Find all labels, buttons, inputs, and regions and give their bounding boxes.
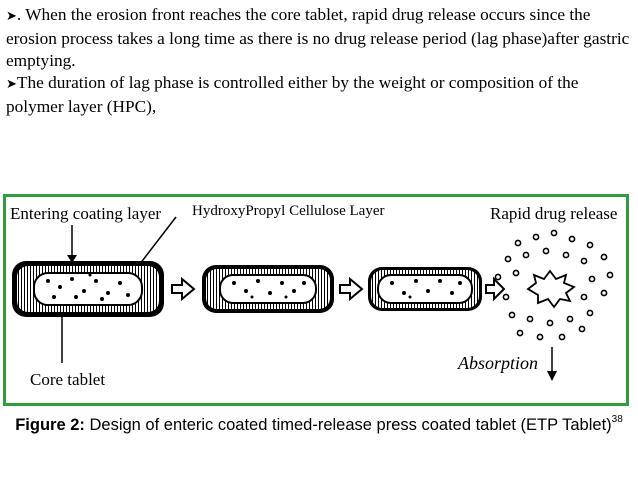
- caption-label: Figure 2:: [15, 416, 85, 434]
- label-core-tablet: Core tablet: [30, 370, 105, 389]
- slide-text: ➤. When the erosion front reaches the co…: [6, 4, 634, 118]
- tablet-stage-1: [12, 261, 164, 317]
- rapid-release-burst: [494, 229, 614, 341]
- arrowhead-icon: [547, 371, 557, 381]
- bullet-2: ➤The duration of lag phase is controlled…: [6, 73, 579, 116]
- label-absorption: Absorption: [457, 353, 538, 373]
- label-rapid-release: Rapid drug release: [490, 204, 617, 223]
- label-enteric-coating: Entering coating layer: [10, 204, 161, 223]
- caption-text: Design of enteric coated timed-release p…: [84, 416, 612, 434]
- pointer-line-hpc: [135, 216, 177, 270]
- figure-frame: Entering coating layer HydroxyPropyl Cel…: [3, 194, 629, 406]
- bullet-1: ➤. When the erosion front reaches the co…: [6, 5, 630, 70]
- hollow-right-arrow-icon: [339, 276, 364, 302]
- hollow-right-arrow-icon: [485, 276, 506, 302]
- arrowhead-bullet-icon: ➤: [6, 9, 17, 24]
- figure-caption: Figure 2: Design of enteric coated timed…: [0, 414, 638, 435]
- arrowhead-icon: [67, 255, 77, 263]
- arrowhead-bullet-icon: ➤: [6, 77, 17, 92]
- tablet-stage-3: [368, 267, 482, 311]
- caption-reference: 38: [611, 414, 623, 425]
- hollow-right-arrow-icon: [171, 276, 196, 302]
- etp-tablet-diagram: Entering coating layer HydroxyPropyl Cel…: [10, 203, 617, 389]
- tablet-stage-2: [202, 265, 334, 313]
- label-hpc-layer: HydroxyPropyl Cellulose Layer: [192, 203, 384, 219]
